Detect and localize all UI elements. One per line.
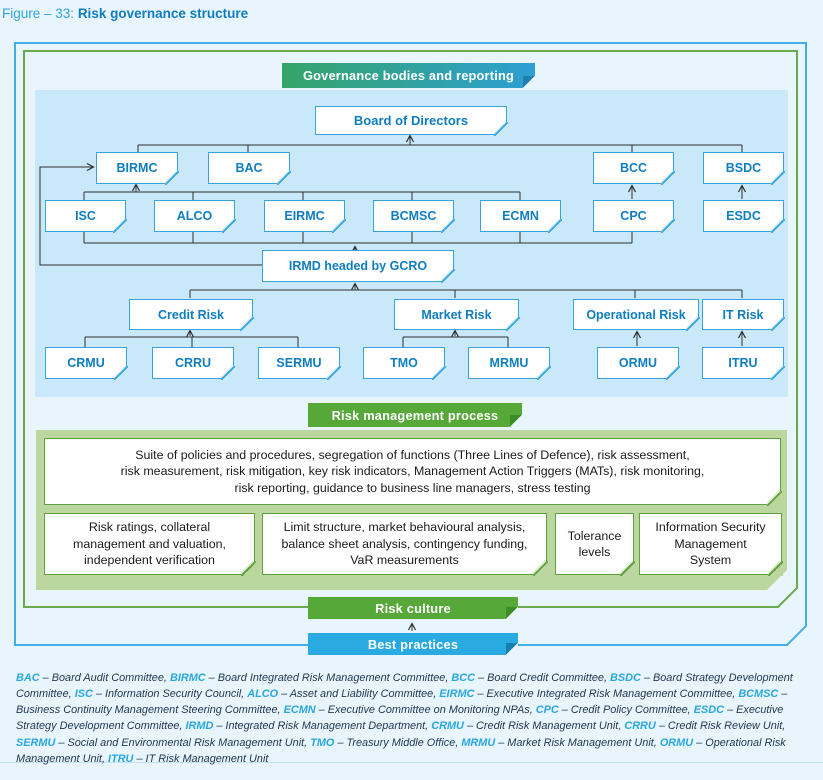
legend-desc: – Credit Policy Committee, [558, 704, 694, 717]
legend-abbr: BSDC [610, 672, 641, 684]
legend-desc: – Executive Strategy Development Committ… [16, 704, 784, 733]
legend-abbr: CRRU [624, 720, 656, 733]
legend-desc: – Business Continuity Management Steerin… [16, 688, 788, 717]
node-tmo: TMO [363, 347, 446, 380]
bottom-divider [0, 762, 823, 763]
legend-desc: – Credit Risk Management Unit, [463, 720, 625, 733]
legend-desc: – Board Strategy Development Committee, [16, 672, 793, 701]
node-bac: BAC [208, 152, 291, 185]
legend-abbr: CRMU [431, 720, 464, 733]
governance-bodies-banner: Governance bodies and reporting [282, 63, 535, 88]
node-ecmn: ECMN [480, 200, 562, 233]
figure-title: Risk governance structure [77, 6, 249, 21]
legend-abbr: BIRMC [169, 672, 206, 684]
legend-desc: – Operational Risk Management Unit, [16, 736, 786, 765]
legend-abbr: CPC [535, 704, 559, 717]
legend-abbr: MRMU [461, 736, 496, 749]
legend-desc: – Board Audit Committee, [39, 672, 170, 684]
legend-desc: – Executive Committee on Monitoring NPAs… [315, 704, 536, 717]
figure-label: Figure – 33: [2, 6, 75, 21]
node-irmd-gcro: IRMD headed by GCRO [262, 250, 455, 283]
process-suite-box: Suite of policies and procedures, segreg… [44, 438, 782, 506]
node-market-risk: Market Risk [394, 299, 520, 331]
legend-desc: – Treasury Middle Office, [334, 736, 462, 749]
legend-abbr: ALCO [247, 688, 279, 701]
legend-abbr: ITRU [108, 752, 134, 765]
legend-desc: – Board Credit Committee, [475, 672, 611, 684]
legend-abbr: ECMN [283, 704, 316, 717]
legend-abbr: BCC [451, 672, 476, 684]
node-bsdc: BSDC [703, 152, 785, 185]
node-credit-risk: Credit Risk [129, 299, 254, 331]
legend-desc: – Executive Integrated Risk Management C… [474, 688, 739, 701]
node-isc: ISC [45, 200, 127, 233]
process-credit-tools-box: Risk ratings, collateral management and … [44, 513, 256, 576]
process-isms-box: Information Security Management System [639, 513, 783, 576]
legend-desc: – IT Risk Management Unit [133, 752, 269, 765]
node-esdc: ESDC [703, 200, 785, 233]
node-mrmu: MRMU [468, 347, 551, 380]
node-board-of-directors: Board of Directors [315, 106, 508, 136]
legend-abbr: SERMU [16, 736, 56, 749]
process-market-tools-box: Limit structure, market behavioural anal… [262, 513, 548, 576]
legend-desc: – Board Integrated Risk Management Commi… [205, 672, 452, 684]
legend-desc: – Integrated Risk Management Department, [213, 720, 432, 733]
node-itru: ITRU [702, 347, 785, 380]
legend-abbr: TMO [310, 736, 335, 749]
legend-desc: – Information Security Council, [92, 688, 248, 701]
node-cpc: CPC [593, 200, 675, 233]
node-it-risk: IT Risk [702, 299, 785, 331]
risk-culture-banner: Risk culture [308, 597, 518, 619]
node-alco: ALCO [154, 200, 236, 233]
legend-abbr: BAC [16, 672, 40, 684]
inner-green-frame [23, 50, 798, 608]
best-practices-banner: Best practices [308, 633, 518, 655]
node-crru: CRRU [152, 347, 235, 380]
node-bcmsc: BCMSC [373, 200, 455, 233]
legend-abbr: ISC [74, 688, 93, 701]
node-sermu: SERMU [258, 347, 341, 380]
legend: BAC – Board Audit Committee, BIRMC – Boa… [16, 670, 808, 767]
node-eirmc: EIRMC [264, 200, 346, 233]
node-operational-risk: Operational Risk [573, 299, 700, 331]
legend-desc: – Credit Risk Review Unit, [655, 720, 786, 733]
risk-management-process-banner: Risk management process [308, 403, 522, 427]
node-birmc: BIRMC [96, 152, 179, 185]
legend-desc: – Market Risk Management Unit, [495, 736, 660, 749]
legend-abbr: EIRMC [439, 688, 475, 701]
legend-abbr: BCMSC [738, 688, 779, 701]
outer-blue-frame [14, 42, 807, 646]
node-ormu: ORMU [597, 347, 680, 380]
node-crmu: CRMU [45, 347, 128, 380]
legend-abbr: ESDC [693, 704, 724, 717]
process-tolerance-box: Tolerance levels [555, 513, 635, 576]
legend-abbr: IRMD [185, 720, 214, 733]
org-connectors [39, 136, 742, 631]
legend-desc: – Social and Environmental Risk Manageme… [55, 736, 311, 749]
legend-abbr: ORMU [659, 736, 694, 749]
node-bcc: BCC [593, 152, 675, 185]
figure-caption: Figure – 33: Risk governance structure [2, 6, 248, 21]
legend-desc: – Asset and Liability Committee, [278, 688, 440, 701]
